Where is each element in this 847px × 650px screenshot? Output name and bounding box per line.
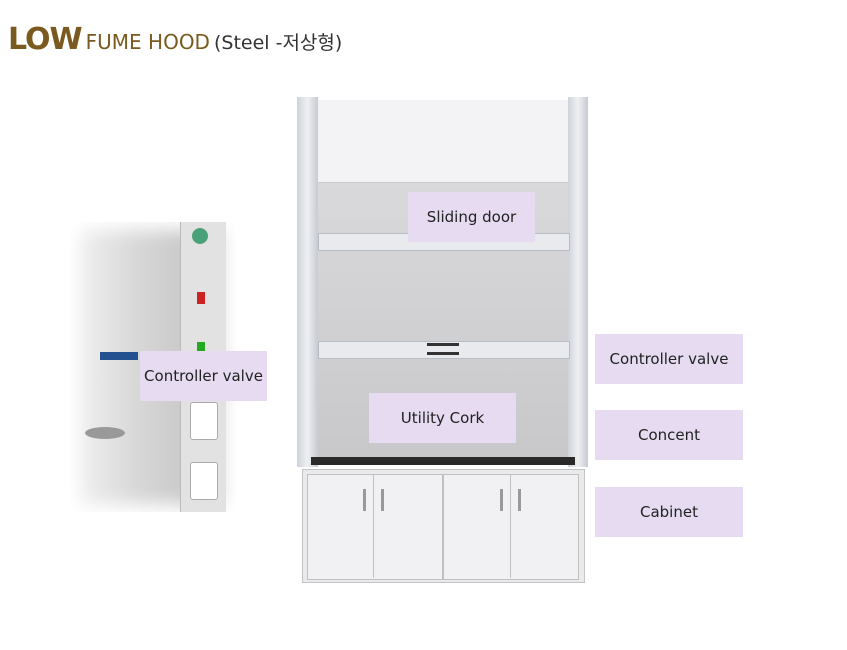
title-low: LOW: [8, 22, 83, 57]
label-concent: Concent: [595, 410, 743, 460]
label-controller-valve-right: Controller valve: [595, 334, 743, 384]
fume-hood-image: [297, 97, 588, 587]
label-sliding-door: Sliding door: [408, 192, 535, 242]
title-product: FUME HOOD: [85, 30, 210, 54]
label-controller-valve-left: Controller valve: [140, 351, 267, 401]
title-sub: (Steel -저상형): [213, 32, 343, 54]
label-cabinet: Cabinet: [595, 487, 743, 537]
label-utility-cork: Utility Cork: [369, 393, 516, 443]
